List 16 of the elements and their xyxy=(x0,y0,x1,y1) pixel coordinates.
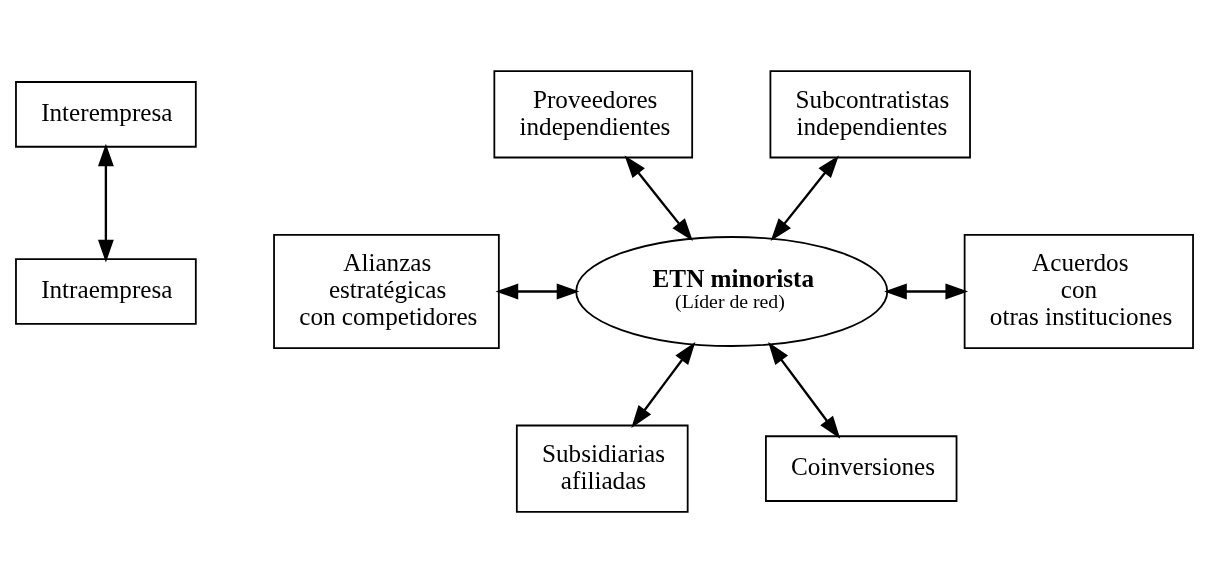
node-box: Alianzas estratégicas con competidores xyxy=(273,233,500,349)
node-box: Subsidiarias afiliadas xyxy=(515,424,689,513)
node-box: Proveedores independientes xyxy=(493,69,694,158)
arrow xyxy=(97,143,114,262)
node-box: Interempresa xyxy=(15,80,197,148)
arrow xyxy=(495,283,580,299)
arrow xyxy=(631,341,696,428)
arrow xyxy=(768,341,841,439)
node-box: Subcontratistas independientes xyxy=(769,69,971,158)
node-box: Acuerdos con otras instituciones xyxy=(963,233,1194,349)
node-box: Coinversiones xyxy=(765,434,958,502)
arrow xyxy=(624,154,693,241)
node-ellipse: ETN minorista (Líder de red) xyxy=(575,235,889,347)
node-box: Intraempresa xyxy=(15,257,197,325)
arrow xyxy=(884,283,969,299)
arrow xyxy=(770,154,839,241)
